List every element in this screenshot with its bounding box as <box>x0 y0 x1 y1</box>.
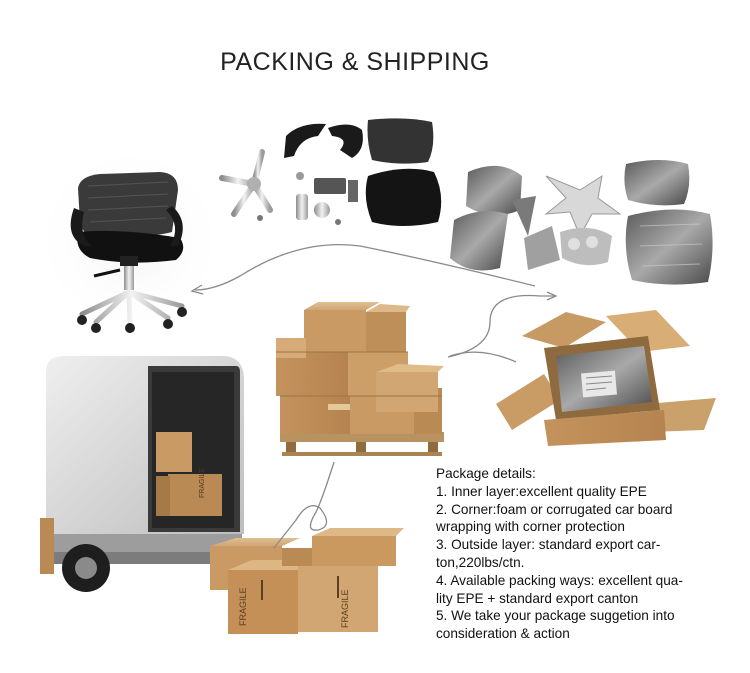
detail-line: 3. Outside layer: standard export car- <box>436 537 661 553</box>
fragile-label: FRAGILE <box>238 587 248 626</box>
detail-line: 5. We take your package suggetion into <box>436 608 675 624</box>
detail-line: consideration & action <box>436 626 570 642</box>
detail-line: 2. Corner:foam or corrugated car board <box>436 501 673 517</box>
detail-line: ton,220lbs/ctn. <box>436 554 525 570</box>
package-details: Package details: 1. Inner layer:excellen… <box>436 465 716 643</box>
open-carton-image <box>496 310 716 446</box>
detail-line: wrapping with corner protection <box>436 519 625 535</box>
office-chair-image <box>30 140 230 340</box>
delivery-truck-image: FRAGILE <box>40 356 244 592</box>
detail-line: lity EPE + standard export canton <box>436 590 639 606</box>
flow-arrow-box-to-pallet <box>447 294 554 358</box>
detail-line: 4. Available packing ways: excellent qua… <box>436 572 683 588</box>
box-stack-image: FRAGILE FRAGILE <box>210 528 404 634</box>
flow-arrow-pallet-to-truck <box>273 461 335 549</box>
package-details-heading: Package details: <box>436 466 536 481</box>
flow-arrow-parts-to-chair <box>194 243 536 291</box>
svg-text:FRAGILE: FRAGILE <box>199 468 206 498</box>
chair-parts-image <box>219 118 442 226</box>
fragile-label-2: FRAGILE <box>340 589 350 628</box>
pallet-boxes-image <box>276 302 444 456</box>
detail-line: 1. Inner layer:excellent quality EPE <box>436 483 647 499</box>
flow-arrow-carton-to-pallet <box>449 351 517 363</box>
wrapped-parts-image <box>450 160 713 285</box>
page-title: PACKING & SHIPPING <box>220 48 490 76</box>
